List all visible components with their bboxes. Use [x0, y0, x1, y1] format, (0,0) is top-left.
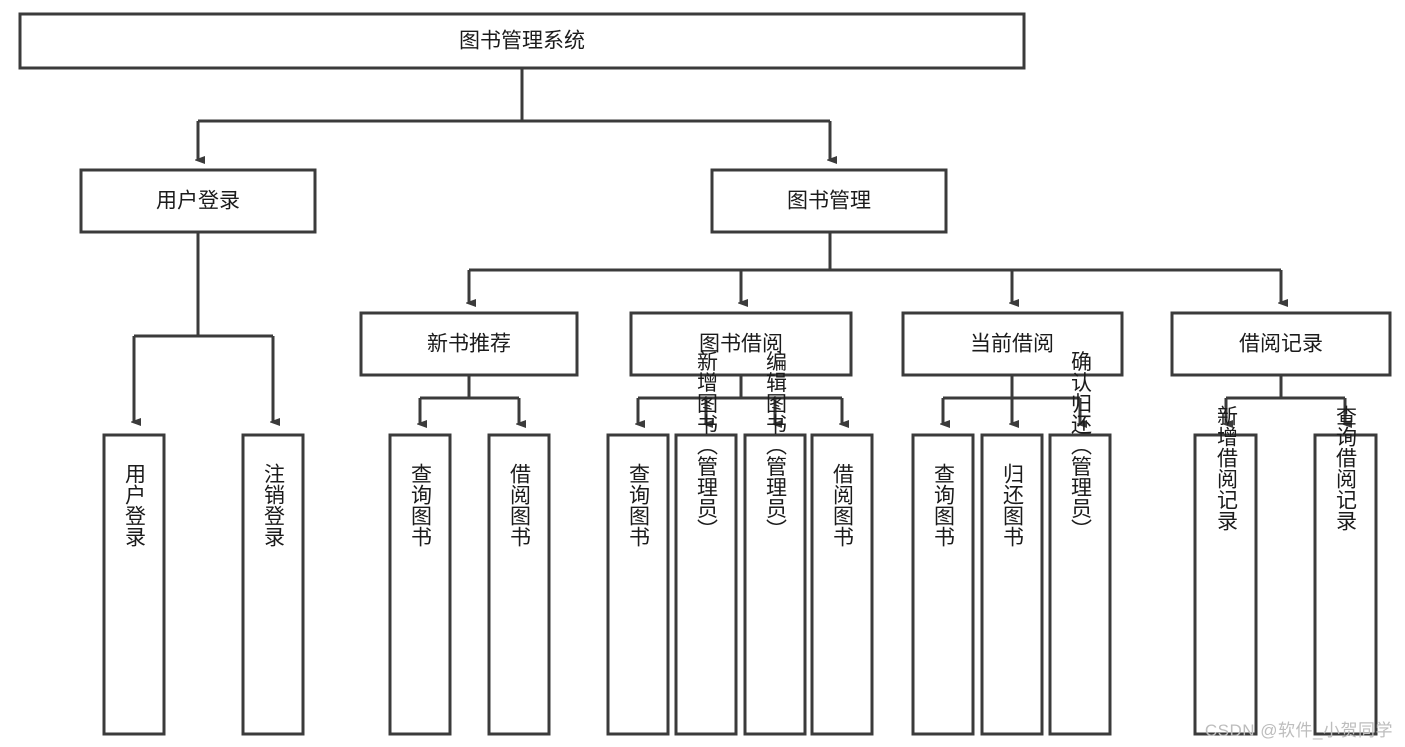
node-leaf-add-book-label: 新增图书（管理员） [695, 351, 719, 540]
node-current-borrow-label: 当前借阅 [970, 333, 1054, 356]
node-new-book-recommend[interactable]: 新书推荐 [359, 311, 579, 377]
node-root-label: 图书管理系统 [459, 30, 585, 53]
node-current-borrow[interactable]: 当前借阅 [901, 311, 1124, 377]
node-leaf-query-book-2-box[interactable] [606, 433, 670, 736]
node-leaf-query-book-3-label: 查询图书 [932, 463, 956, 547]
node-leaf-user-login[interactable]: 用户登录 [102, 433, 166, 736]
node-current-borrow-box[interactable] [901, 311, 1124, 377]
node-leaf-query-book-1-box[interactable] [388, 433, 452, 736]
node-leaf-add-book[interactable]: 新增图书（管理员） [674, 351, 738, 736]
node-book-management-box[interactable] [710, 168, 948, 234]
node-new-book-recommend-label: 新书推荐 [427, 333, 511, 356]
node-leaf-borrow-book-1-label: 借阅图书 [508, 463, 532, 547]
node-book-borrow-label: 图书借阅 [699, 333, 783, 356]
node-leaf-query-book-1-label: 查询图书 [409, 463, 433, 547]
node-leaf-add-record-box[interactable] [1193, 433, 1258, 736]
node-leaf-query-book-3-box[interactable] [911, 433, 975, 736]
node-user-login[interactable]: 用户登录 [79, 168, 317, 234]
node-leaf-query-book-1[interactable]: 查询图书 [388, 433, 452, 736]
node-leaf-edit-book-label: 编辑图书（管理员） [764, 351, 788, 540]
node-leaf-return-book[interactable]: 归还图书 [980, 433, 1044, 736]
node-leaf-confirm-return-box[interactable] [1048, 433, 1112, 736]
node-leaf-borrow-book-1-box[interactable] [487, 433, 551, 736]
node-leaf-confirm-return[interactable]: 确认归还（管理员） [1048, 351, 1112, 736]
node-leaf-borrow-book-1[interactable]: 借阅图书 [487, 433, 551, 736]
node-leaf-user-logout-label: 注销登录 [262, 463, 286, 547]
node-leaf-confirm-return-label: 确认归还（管理员） [1069, 351, 1093, 540]
node-leaf-user-login-box[interactable] [102, 433, 166, 736]
node-book-borrow-box[interactable] [629, 311, 853, 377]
node-leaf-return-book-box[interactable] [980, 433, 1044, 736]
node-leaf-query-record-box[interactable] [1313, 433, 1378, 736]
node-book-management-label: 图书管理 [787, 190, 871, 213]
node-leaf-borrow-book-2[interactable]: 借阅图书 [810, 433, 874, 736]
node-leaf-query-book-3[interactable]: 查询图书 [911, 433, 975, 736]
node-borrow-record[interactable]: 借阅记录 [1170, 311, 1392, 377]
node-leaf-add-record[interactable]: 新增借阅记录 [1193, 405, 1258, 736]
node-leaf-user-logout-box[interactable] [241, 433, 305, 736]
node-leaf-add-book-box[interactable] [674, 433, 738, 736]
node-leaf-query-record[interactable]: 查询借阅记录 [1313, 405, 1378, 736]
node-leaf-return-book-label: 归还图书 [1001, 463, 1025, 547]
node-leaf-borrow-book-2-label: 借阅图书 [831, 463, 855, 547]
node-leaf-edit-book[interactable]: 编辑图书（管理员） [743, 351, 807, 736]
node-leaf-user-logout[interactable]: 注销登录 [241, 433, 305, 736]
node-leaf-query-record-label: 查询借阅记录 [1334, 405, 1358, 531]
node-borrow-record-box[interactable] [1170, 311, 1392, 377]
node-leaf-edit-book-box[interactable] [743, 433, 807, 736]
csdn-watermark: CSDN @软件_小贺同学 [1204, 721, 1393, 740]
node-borrow-record-label: 借阅记录 [1239, 333, 1323, 356]
edge-group [134, 68, 1345, 424]
node-leaf-add-record-label: 新增借阅记录 [1215, 405, 1239, 531]
node-new-book-recommend-box[interactable] [359, 311, 579, 377]
node-leaf-query-book-2[interactable]: 查询图书 [606, 433, 670, 736]
node-leaf-user-login-label: 用户登录 [123, 463, 147, 547]
node-book-management[interactable]: 图书管理 [710, 168, 948, 234]
node-root-box[interactable] [18, 12, 1026, 70]
node-book-borrow[interactable]: 图书借阅 [629, 311, 853, 377]
node-leaf-query-book-2-label: 查询图书 [627, 463, 651, 547]
node-root[interactable]: 图书管理系统 [18, 12, 1026, 70]
node-leaf-borrow-book-2-box[interactable] [810, 433, 874, 736]
node-user-login-box[interactable] [79, 168, 317, 234]
node-user-login-label: 用户登录 [156, 190, 240, 213]
